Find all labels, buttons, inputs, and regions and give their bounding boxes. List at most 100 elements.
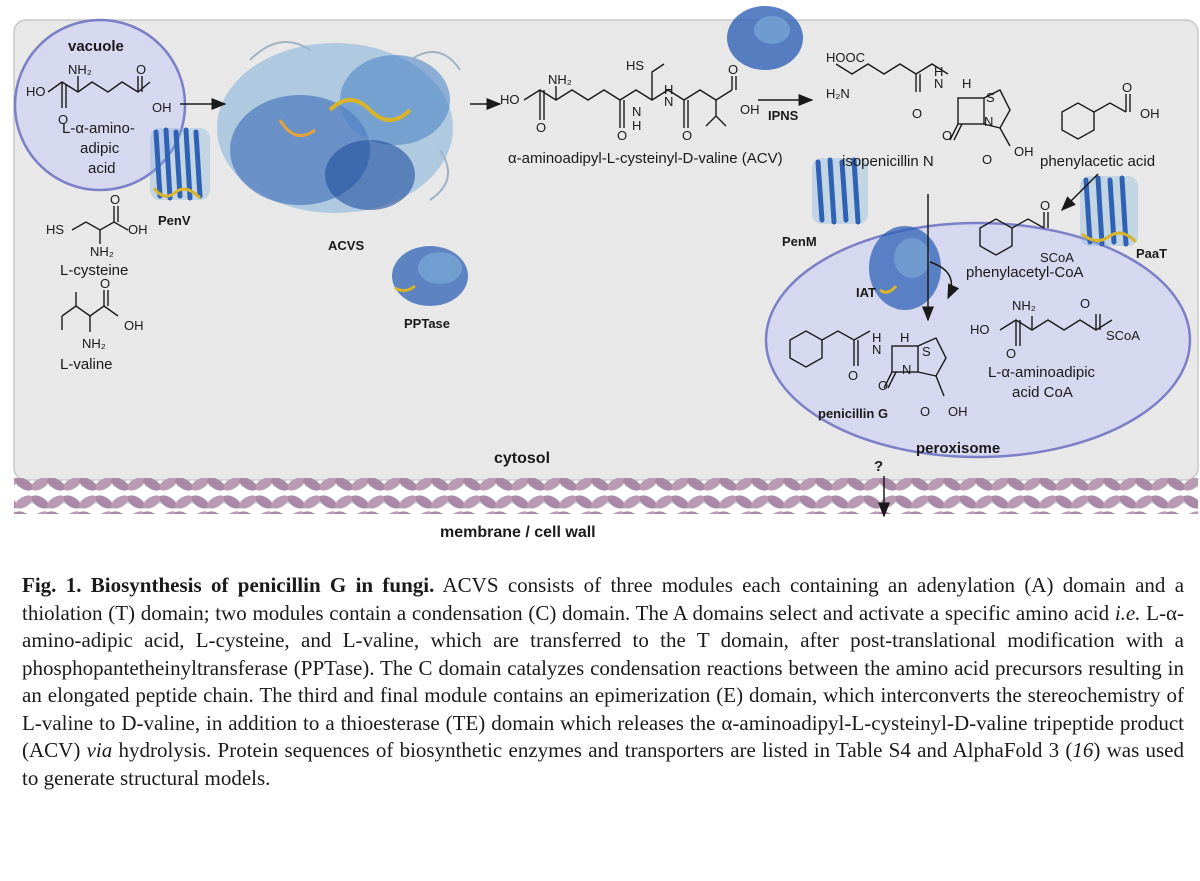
- pptase-label: PPTase: [404, 316, 451, 331]
- atom-val-o: O: [100, 276, 111, 291]
- atom-peng-s: S: [922, 344, 931, 359]
- atom-pacoa-o: O: [1040, 198, 1051, 213]
- ipn-name: isopenicillin N: [842, 153, 934, 170]
- atom-aaa-oh: OH: [152, 100, 172, 115]
- atom-ipn-h1: H: [934, 64, 944, 79]
- caption-via: via: [86, 738, 113, 762]
- atom-acv-h2: H: [664, 82, 674, 97]
- paa-name: phenylacetic acid: [1040, 153, 1156, 170]
- atom-acv-h1: H: [632, 118, 642, 133]
- vacuole-organelle: [13, 18, 187, 192]
- iat-protein: [869, 226, 941, 310]
- caption-fig-label: Fig. 1.: [22, 573, 82, 597]
- atom-acv-o3: O: [682, 128, 693, 143]
- arrow-paa-to-paat: [1060, 173, 1099, 212]
- penm-label: PenM: [782, 234, 817, 249]
- atom-aaacoa-nh2: NH₂: [1012, 298, 1036, 313]
- arrow-iat-exchange: [929, 261, 960, 300]
- atom-acv-o1: O: [536, 120, 547, 135]
- atom-aaa-o2: O: [136, 62, 147, 77]
- atom-peng-oh: OH: [948, 404, 968, 419]
- export-question-mark: ?: [874, 458, 884, 475]
- figure-panel: vacuole cytosol peroxisome membrane / ce…: [13, 6, 1199, 541]
- atom-cys-hs: HS: [46, 222, 65, 237]
- membrane-label: membrane / cell wall: [440, 524, 596, 541]
- atom-acv-nh2: NH₂: [548, 72, 572, 87]
- atom-aaa-ho: HO: [26, 84, 46, 99]
- atom-peng-n1: N: [872, 342, 882, 357]
- figure-graphics: [13, 6, 1199, 518]
- structure-peng: [789, 330, 947, 397]
- cys-name: L-cysteine: [60, 262, 129, 279]
- aaa-name-line2: adipic: [80, 140, 120, 157]
- atom-aaacoa-o2: O: [1006, 346, 1017, 361]
- structure-val: [61, 290, 119, 332]
- caption-text-3: hydrolysis. Protein sequences of biosynt…: [118, 738, 1073, 762]
- structure-ipn: [835, 63, 1011, 147]
- atom-val-nh2: NH₂: [82, 336, 106, 351]
- aaa-name-line1: L-α-amino-: [62, 120, 135, 137]
- atom-val-oh: OH: [124, 318, 144, 333]
- atom-ipn-o3: O: [982, 152, 993, 167]
- ipns-label: IPNS: [768, 108, 799, 123]
- atom-paa-oh: OH: [1140, 106, 1160, 121]
- atom-ipn-s: S: [986, 90, 995, 105]
- atom-acv-o4: O: [728, 62, 739, 77]
- atom-ipn-h2n: H₂N: [826, 86, 850, 101]
- structure-aaa: [47, 76, 151, 108]
- acvs-protein: [217, 41, 461, 213]
- atom-aaacoa-o1: O: [1080, 296, 1091, 311]
- acvs-label: ACVS: [328, 238, 365, 253]
- structure-aaacoa: [999, 314, 1113, 346]
- aaacoa-name-line2: acid CoA: [1012, 384, 1073, 401]
- atom-peng-h2: H: [900, 330, 910, 345]
- aaacoa-name-line1: L-α-aminoadipic: [988, 364, 1096, 381]
- atom-peng-o3: O: [920, 404, 931, 419]
- membrane-band: [14, 478, 1198, 514]
- vacuole-label: vacuole: [68, 38, 124, 55]
- pacoa-name: phenylacetyl-CoA: [966, 264, 1084, 281]
- atom-paa-o: O: [1122, 80, 1133, 95]
- val-name: L-valine: [60, 356, 113, 373]
- acv-name: α-aminoadipyl-L-cysteinyl-D-valine (ACV): [508, 150, 783, 167]
- atom-aaa-nh2: NH₂: [68, 62, 92, 77]
- cytosol-label: cytosol: [494, 450, 551, 467]
- peng-name: penicillin G: [818, 406, 889, 421]
- pptase-protein: [392, 246, 468, 306]
- atom-ipn-o1: O: [912, 106, 923, 121]
- paat-protein: [1080, 175, 1138, 247]
- atom-cys-oh: OH: [128, 222, 148, 237]
- structure-cys: [71, 206, 129, 244]
- structure-paa: [1061, 94, 1131, 140]
- atom-cys-nh2: NH₂: [90, 244, 114, 259]
- iat-label: IAT: [856, 285, 876, 300]
- caption-text-4: ) was used to generate structural models…: [22, 738, 1185, 790]
- caption-ref: 16: [1072, 738, 1094, 762]
- atom-peng-o2: O: [878, 378, 889, 393]
- atom-acv-oh: OH: [740, 102, 760, 117]
- atom-acv-n2: N: [664, 94, 674, 109]
- atom-peng-o1: O: [848, 368, 859, 383]
- peroxisome-label: peroxisome: [916, 440, 1001, 457]
- caption-title: Biosynthesis of penicillin G in fungi.: [90, 573, 435, 597]
- atom-acv-n1: N: [632, 104, 642, 119]
- figure-caption: Fig. 1. Biosynthesis of penicillin G in …: [22, 572, 1184, 792]
- atom-pacoa-scoa: SCoA: [1040, 250, 1074, 265]
- atom-aaacoa-ho: HO: [970, 322, 990, 337]
- aaa-name-line3: acid: [88, 160, 116, 177]
- structure-pacoa: [979, 212, 1049, 256]
- atom-acv-o2: O: [617, 128, 628, 143]
- atom-ipn-n2: N: [984, 114, 994, 129]
- atom-aaacoa-scoa: SCoA: [1106, 328, 1140, 343]
- atom-ipn-hooc: HOOC: [826, 50, 865, 65]
- ipns-protein: [727, 6, 803, 70]
- atom-ipn-oh: OH: [1014, 144, 1034, 159]
- structure-acv: [523, 63, 737, 128]
- atom-acv-ho: HO: [500, 92, 520, 107]
- atom-aaa-o1: O: [58, 112, 69, 127]
- atom-ipn-n1: N: [934, 76, 944, 91]
- atom-ipn-h2: H: [962, 76, 972, 91]
- atom-acv-hs: HS: [626, 58, 645, 73]
- atom-ipn-o2: O: [942, 128, 953, 143]
- atom-peng-n2: N: [902, 362, 912, 377]
